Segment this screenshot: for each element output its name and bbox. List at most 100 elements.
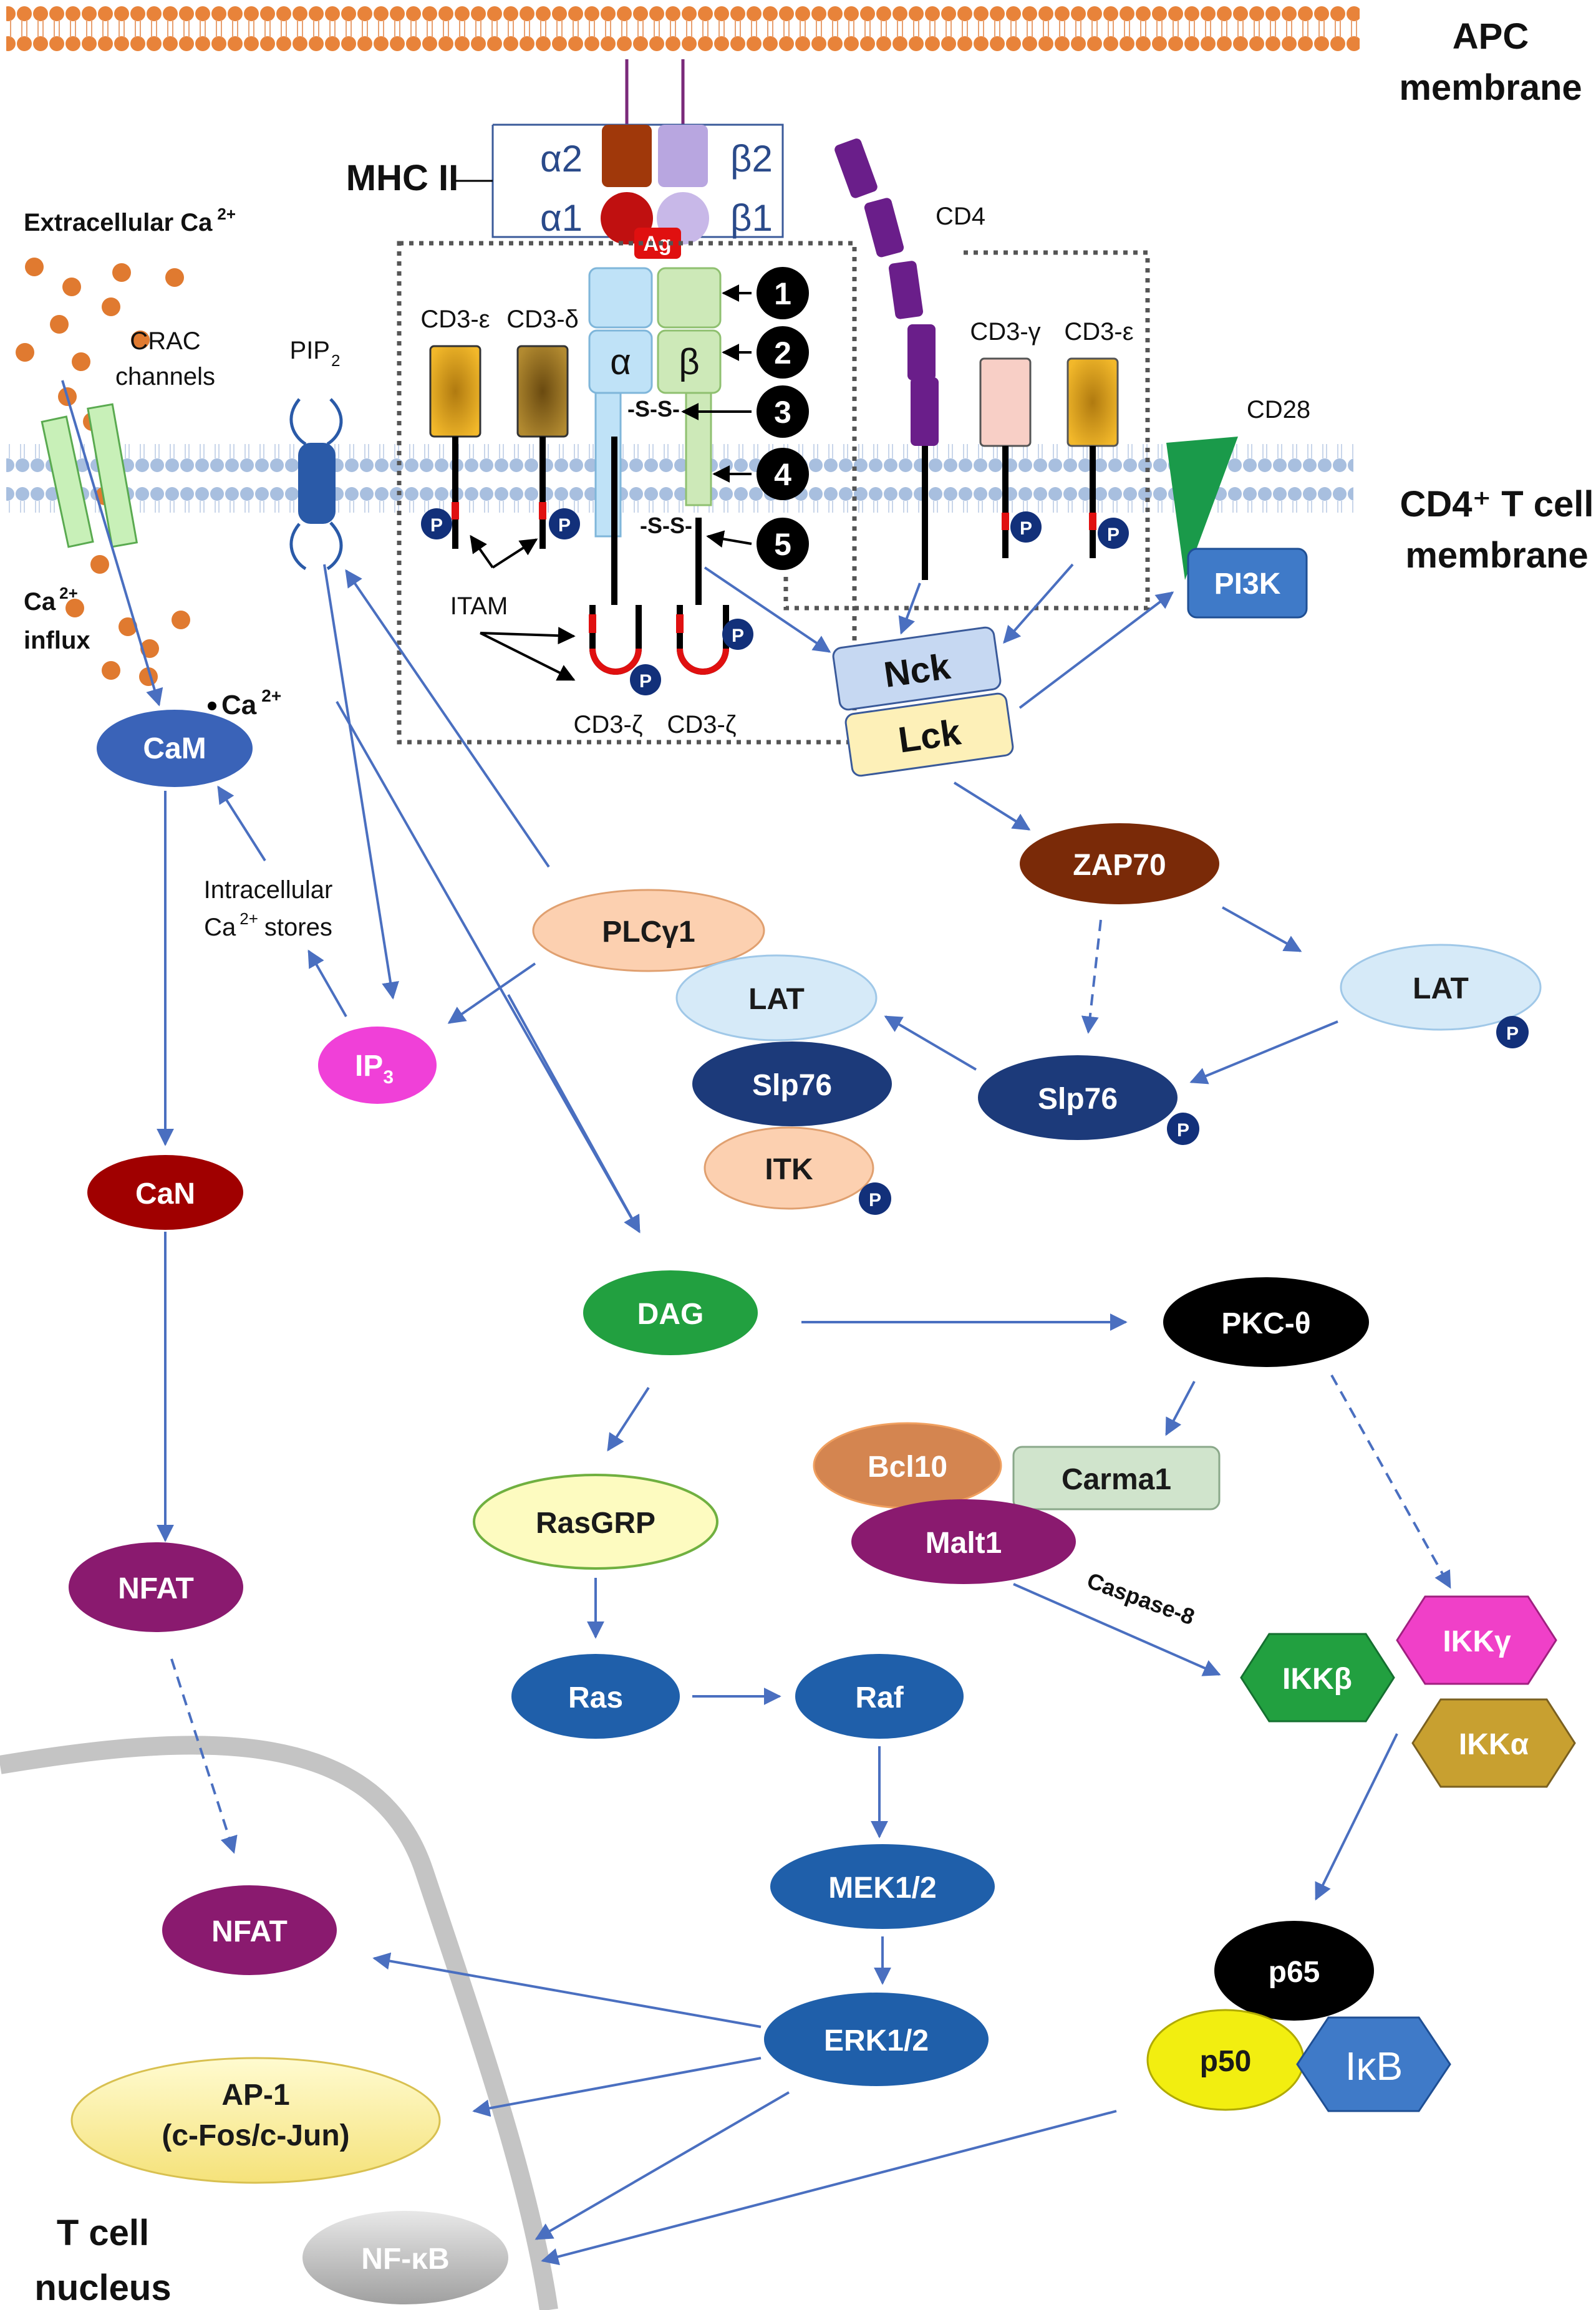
cd3-gamma-itam [1002,513,1009,530]
itk-phospho-label: P [869,1190,881,1211]
lat-p-label: LAT [1413,972,1469,1005]
slp76-to-lat-complex-arrow [884,1015,977,1071]
cd3-zeta-left-label: CD3-ζ [574,711,643,738]
nucleus-envelope [0,1736,558,2310]
nfat-nucleus-label: NFAT [211,1915,288,1948]
beta1-label: β1 [730,197,773,239]
cd4-to-nck-arrow [898,582,921,635]
svg-text:3: 3 [774,395,791,430]
alpha1-label: α1 [540,197,583,239]
itk-node [704,1126,874,1210]
p50-label: p50 [1200,2045,1252,2078]
ikka-node [1411,1698,1576,1788]
pkc-to-cbm-arrow [1165,1381,1196,1436]
nck-node [832,626,1002,711]
lck-to-pi3k-arrow [1018,591,1174,709]
nucleus-label-1: T cell [57,2213,149,2253]
ras-label: Ras [568,1681,623,1714]
mhc-alpha2 [602,125,652,187]
cd3-eps-left-label: CD3-ε [420,306,490,333]
slp76-complex-label: Slp76 [752,1069,832,1102]
itam-arrow-2 [491,538,538,569]
pkc-to-ikk-arrow [1330,1375,1451,1589]
tcell-membrane [6,444,1353,513]
apc-membrane [6,6,1360,62]
marker-4: 4 [712,448,809,500]
tcr-to-nck-arrow [704,566,831,653]
mhc-beta2 [658,125,708,187]
carma1-label: Carma1 [1062,1463,1171,1496]
ikb-node [1296,2016,1451,2112]
plcg1-to-dag-arrow [507,994,641,1234]
malt1-to-ikkb-arrow [1013,1583,1221,1676]
tcell-membrane-label-1: CD4⁺ T cell [1400,484,1594,524]
slp76-p-label: Slp76 [1038,1083,1118,1116]
cd3-eps-left [429,345,481,438]
nfkb-node [302,2211,508,2304]
cd3-delta [516,345,569,438]
ap1-node [70,2057,441,2184]
pkc-label: PKC-θ [1221,1307,1310,1340]
marker-5: 5 [706,518,809,570]
pkc-node [1163,1277,1369,1367]
pip2-to-ip3-arrow [323,564,399,1000]
zap70-node [1020,823,1219,904]
ca-dot [208,702,216,710]
pi3k-label: PI3K [1214,568,1281,601]
itam-arrow-4 [480,632,576,681]
phospho-eps-left-label: P [430,515,443,536]
svg-text:5: 5 [774,527,791,562]
cd3-delta-itam [539,502,546,520]
tcr-beta-stalk [685,392,712,506]
phospho-gamma-label: P [1020,518,1032,539]
phospho-zeta-right-label: P [732,626,744,646]
slp76-p-phospho [1167,1113,1199,1145]
slp76-p-phospho-label: P [1177,1120,1189,1141]
tcr-beta-label: β [679,342,699,382]
malt1-node [851,1499,1076,1584]
erk-node [764,1993,989,2086]
plcg1-to-pip2-arrow [345,569,550,868]
lat-p-node [1340,944,1542,1031]
nfat-node [69,1542,243,1632]
cd3-zeta-right-loop-red [677,648,729,675]
cd3-gamma [979,357,1032,447]
marker-3: 3 [681,385,809,438]
marker-1: 1 [722,267,809,319]
erk-to-nfat-arrow [372,1952,762,2028]
alpha2-label: α2 [540,138,583,180]
can-label: CaN [135,1177,195,1211]
pip2-to-dag-arrow [336,701,641,1234]
erk-to-ap1-arrow [472,2057,762,2117]
cam-node [97,710,253,787]
phospho-zeta-left-label: P [639,671,652,692]
tcell-membrane-label-2: membrane [1405,535,1588,576]
plcg1-node [532,889,765,972]
ikb-label: IκB [1345,2044,1403,2089]
cd3-eps-left-itam [452,502,459,520]
nfat-label: NFAT [118,1572,194,1605]
p65-node [1214,1921,1374,2021]
zap70-label: ZAP70 [1073,849,1166,882]
svg-text:4: 4 [774,457,791,492]
ikkg-node [1396,1595,1557,1685]
ap1-label-1: AP-1 [221,2079,289,2112]
ikk-to-nfkb-complex-arrow [1315,1733,1398,1901]
dag-node [583,1270,758,1355]
ikka-label: IKKα [1459,1728,1529,1761]
cd3-right-box [783,250,1150,611]
svg-text:1: 1 [774,276,791,311]
lat-complex-label: LAT [748,983,805,1016]
cd3-zeta-left-loop-red [589,648,642,675]
zap70-to-lat-arrow [1222,906,1302,952]
disulfide-2: -S-S- [640,513,692,538]
crac-channel [41,403,138,548]
ikkg-label: IKKγ [1443,1625,1511,1658]
cd3-eps-right-itam [1089,513,1096,530]
dag-label: DAG [637,1298,704,1331]
phospho-zeta-right [722,619,753,650]
itk-phospho [859,1182,891,1215]
nfat-translocation-arrow [170,1658,238,1854]
